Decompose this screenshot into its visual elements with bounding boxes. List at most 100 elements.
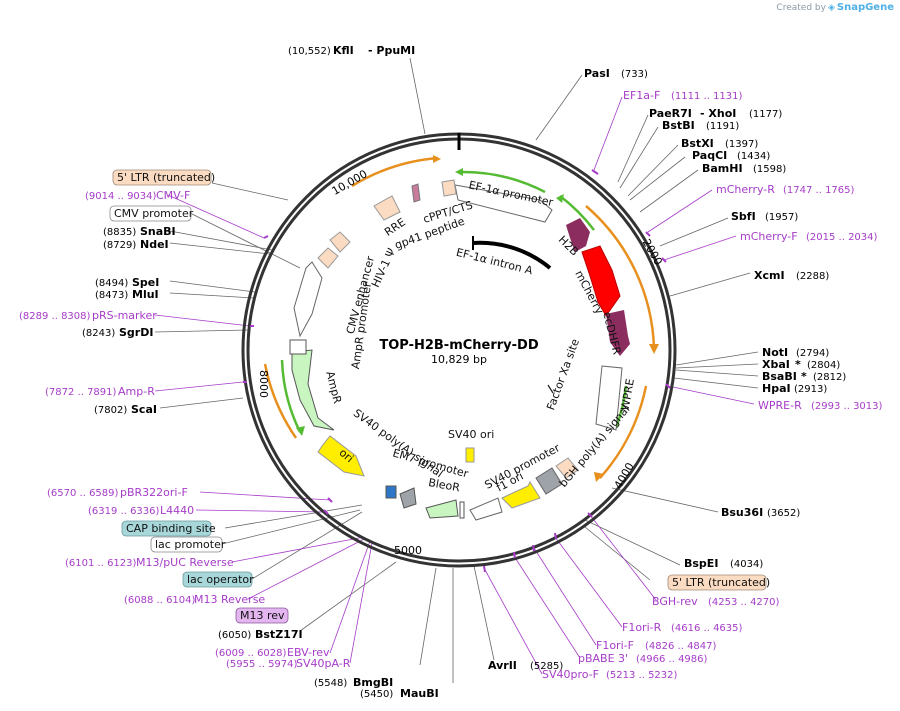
em7-mark	[459, 501, 465, 519]
f1ori-arrow	[501, 480, 541, 509]
ecdhfr-arrow	[606, 310, 630, 356]
primer-m13puc-name: M13/pUC Reverse	[136, 556, 234, 569]
credit-prefix: Created by	[776, 2, 826, 13]
boxed-lac-promoter-text: lac promoter	[155, 538, 226, 551]
arc-mcherry-orange-head	[649, 344, 659, 354]
primer-bghrev-name: BGH-rev	[652, 595, 698, 608]
wpre-box	[595, 365, 623, 431]
primer-l4440-name: L4440	[160, 504, 194, 517]
bstz17i-name: BstZ17I	[255, 628, 303, 641]
ppumi-name: - PpuMI	[368, 44, 415, 57]
bstbi-pos: (1191)	[706, 121, 739, 132]
arc-cmv-green-head	[556, 194, 564, 203]
bleor-arrow	[425, 499, 459, 519]
lac-mini-box	[385, 485, 397, 499]
hiv-psi-box2	[329, 231, 351, 253]
primer-ebvrev-range: (6009 .. 6028)	[215, 648, 287, 659]
xcmi-pos: (2288)	[796, 271, 829, 282]
scai-pos: (7802)	[94, 405, 127, 416]
primer-f1orif-name: F1ori-F	[596, 639, 634, 652]
primer-cmvf-range: (9014 .. 9034)	[85, 191, 157, 202]
primer-sv40par-name: SV40pA-R	[296, 657, 351, 670]
sv40-promoter-arrow	[469, 497, 503, 521]
boxed-cap-text: CAP binding site	[126, 522, 216, 535]
ppumi-name-text: PpuMI	[376, 44, 415, 57]
rre-box	[373, 195, 401, 221]
brand-name: SnapGene	[836, 2, 894, 13]
bsabi-pos: (2812)	[813, 372, 846, 383]
mcherry-arrow	[581, 245, 621, 317]
pasi-pos: (733)	[621, 69, 648, 80]
kfli-name: KflI	[333, 44, 354, 57]
bamhi-name: BamHI	[702, 162, 743, 175]
bmgbi-pos: (5548)	[314, 678, 347, 689]
primer-bghrev-range: (4253 .. 4270)	[708, 597, 780, 608]
snapgene-logo-icon: ◈	[827, 2, 835, 13]
xbai-name: XbaI	[762, 358, 790, 371]
kfli-pos: (10,552)	[288, 46, 331, 57]
label-sv40-polya: SV40 poly(A) signal	[351, 407, 446, 481]
primer-pbabe3-name: pBABE 3'	[578, 652, 628, 665]
boxed-lac-operator: lac operator	[182, 571, 254, 588]
ndei-pos: (8729)	[103, 240, 136, 251]
ef1a-intron-bar	[472, 240, 552, 270]
xhoi-name-text: XhoI	[708, 107, 736, 120]
bspei-name: BspEI	[684, 557, 718, 570]
bsu36i-name: Bsu36I	[721, 506, 763, 519]
ori-arrow	[317, 435, 365, 477]
boxed-ltr-bottom-text: 5' LTR (truncated)	[672, 576, 770, 589]
primer-mcherryf-range: (2015 .. 2034)	[806, 232, 878, 243]
primer-wprer-name: WPRE-R	[758, 399, 802, 412]
primer-mcherryr-range: (1747 .. 1765)	[783, 185, 855, 196]
noti-name: NotI	[762, 346, 788, 359]
boxed-ltr-top-text: 5' LTR (truncated)	[117, 171, 215, 184]
bstxi-pos: (1397)	[725, 139, 758, 150]
hpai-pos: (2913)	[794, 384, 827, 395]
arc-ampr-orange	[263, 363, 298, 439]
primer-marks	[243, 169, 671, 573]
xcmi-name: XcmI	[754, 269, 785, 282]
paqci-name: PaqCI	[692, 149, 727, 162]
arc-ampr-green	[280, 359, 302, 433]
sgrdi-pos: (8243)	[82, 328, 115, 339]
sbfi-pos: (1957)	[765, 212, 798, 223]
hiv-psi-box	[317, 247, 339, 269]
boxed-m13rev-text: M13 rev	[240, 609, 285, 622]
bmgbi-name: BmgBI	[353, 676, 393, 689]
ampr-arrow	[291, 349, 335, 431]
avrii-name: AvrII	[488, 659, 517, 672]
paqci-pos: (1434)	[737, 151, 770, 162]
maubi-name: MauBI	[400, 687, 439, 700]
primer-l4440-range: (6319 .. 6336)	[88, 506, 160, 517]
primer-mcherryf-name: mCherry-F	[740, 230, 798, 243]
tick-8000: 8000	[257, 370, 270, 398]
primer-ef1af-range: (1111 .. 1131)	[671, 91, 743, 102]
primer-pbabe3-range: (4966 .. 4986)	[636, 654, 708, 665]
primer-ampr-name: Amp-R	[118, 385, 155, 398]
arc-ltr-orange	[351, 156, 439, 188]
ef1a-promoter-arrow	[454, 184, 553, 223]
arc-ampr-green-head	[296, 426, 305, 436]
cppt-box	[441, 179, 457, 197]
label-factor-xa: Factor Xa site	[544, 337, 582, 412]
primer-ef1af-name: EF1a-F	[623, 89, 660, 102]
boxed-cmv-promoter: CMV promoter	[109, 205, 194, 222]
snabi-pos: (8835)	[103, 227, 136, 238]
primer-prsmarker-range: (8289 .. 8308)	[19, 311, 91, 322]
sgrdi-name: SgrDI	[119, 326, 153, 339]
xbai-pos: (2804)	[807, 360, 840, 371]
xbai-star: *	[795, 358, 801, 371]
label-bleor: BleoR	[427, 476, 461, 494]
boxed-lac-promoter: lac promoter	[150, 536, 226, 553]
sv40-ori-box	[465, 447, 475, 463]
bsabi-name: BsaBI	[762, 370, 797, 383]
primer-f1orif-range: (4826 .. 4847)	[645, 641, 717, 652]
snabi-name: SnaBI	[140, 225, 176, 238]
xhoi-name: - XhoI	[700, 107, 736, 120]
primer-f1orir-range: (4616 .. 4635)	[671, 623, 743, 634]
bgh-box	[535, 467, 563, 495]
ampr-promoter-box	[289, 339, 307, 355]
plasmid-name: TOP-H2B-mCherry-DD	[379, 338, 538, 353]
primer-m13rev-range: (6088 .. 6104)	[124, 595, 196, 606]
primer-mcherryr-name: mCherry-R	[716, 183, 775, 196]
